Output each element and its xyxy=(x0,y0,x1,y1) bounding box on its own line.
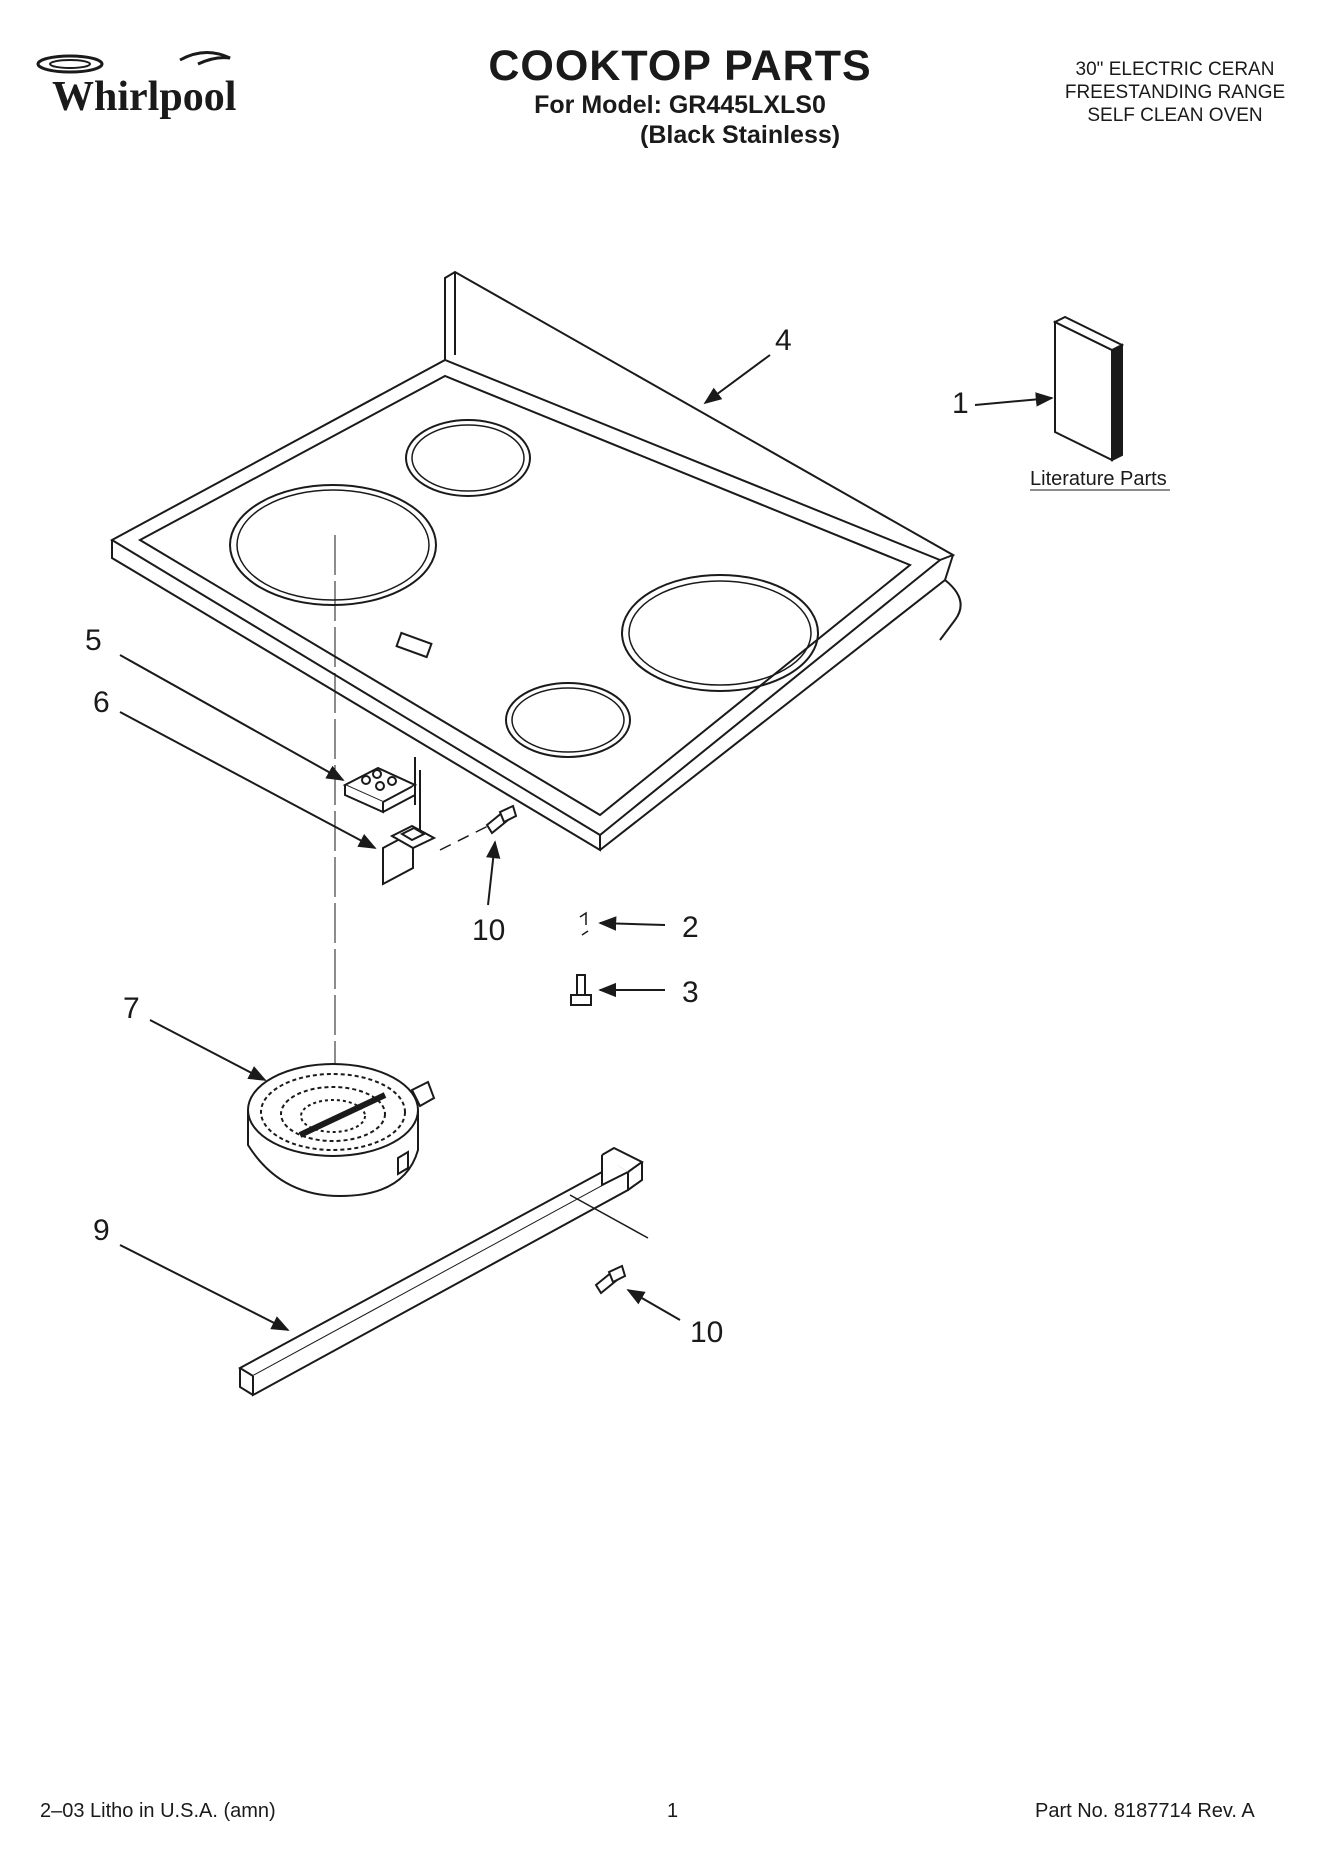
leader-4 xyxy=(703,354,771,405)
terminal-bracket xyxy=(382,824,437,886)
screw-part xyxy=(570,974,592,1006)
variant-line: (Black Stainless) xyxy=(640,121,841,149)
literature-parts-label: Literature Parts xyxy=(1030,468,1167,490)
burner-front-right xyxy=(505,682,631,758)
bar-screw-guide xyxy=(569,1194,649,1239)
burner-front-left-inner xyxy=(236,489,430,601)
litho-note: 2–03 Litho in U.S.A. (amn) xyxy=(40,1800,276,1822)
screw-upper xyxy=(485,804,518,835)
part-number: Part No. 8187714 Rev. A xyxy=(1035,1800,1255,1822)
leader-9 xyxy=(119,1244,290,1331)
leader-7 xyxy=(149,1019,267,1081)
leader-2 xyxy=(598,916,666,931)
whirlpool-logo: Whirlpool xyxy=(36,51,236,120)
burner-rear-left-inner xyxy=(411,424,525,492)
support-bar xyxy=(238,1146,644,1397)
burner-rear-left xyxy=(405,419,531,497)
description-line-2: FREESTANDING RANGE xyxy=(1064,82,1286,103)
description-line-3: SELF CLEAN OVEN xyxy=(1087,105,1263,126)
page-number: 1 xyxy=(667,1800,679,1822)
callout-1: 1 xyxy=(952,387,969,420)
literature-booklet xyxy=(1052,315,1125,462)
burner-rear-right xyxy=(621,574,819,692)
burner-front-right-inner xyxy=(511,687,625,753)
screw-lower xyxy=(594,1264,627,1295)
leader-1 xyxy=(974,392,1054,407)
description-line-1: 30" ELECTRIC CERAN xyxy=(1075,59,1275,80)
hot-surface-indicator xyxy=(395,631,433,659)
callout-2: 2 xyxy=(682,911,699,944)
burner-front-left xyxy=(229,484,437,606)
page-title: COOKTOP PARTS xyxy=(488,42,872,90)
header-title-block: COOKTOP PARTS For Model: GR445LXLS0 (Bla… xyxy=(440,42,920,150)
burner-rear-right-inner xyxy=(628,580,812,686)
terminal-block xyxy=(342,757,421,840)
callout-9: 9 xyxy=(93,1214,110,1247)
cooktop-glass xyxy=(109,270,962,852)
model-line: For Model: GR445LXLS0 xyxy=(534,91,826,119)
clip-part xyxy=(579,911,589,936)
product-description: 30" ELECTRIC CERAN FREESTANDING RANGE SE… xyxy=(1030,58,1320,127)
callout-10-upper: 10 xyxy=(472,914,505,947)
callout-3: 3 xyxy=(682,976,699,1009)
callout-7: 7 xyxy=(123,992,140,1025)
callout-10-lower: 10 xyxy=(690,1316,723,1349)
svg-text:Whirlpool: Whirlpool xyxy=(52,74,236,120)
leader-10-lower xyxy=(626,1289,681,1321)
leader-6 xyxy=(119,711,377,849)
callout-5: 5 xyxy=(85,624,102,657)
radiant-surface-element xyxy=(247,1063,436,1198)
callout-4: 4 xyxy=(775,324,792,357)
callout-6: 6 xyxy=(93,686,110,719)
leader-5 xyxy=(119,654,345,781)
leader-10-upper xyxy=(486,840,501,906)
bracket-screw-guide xyxy=(439,824,491,851)
